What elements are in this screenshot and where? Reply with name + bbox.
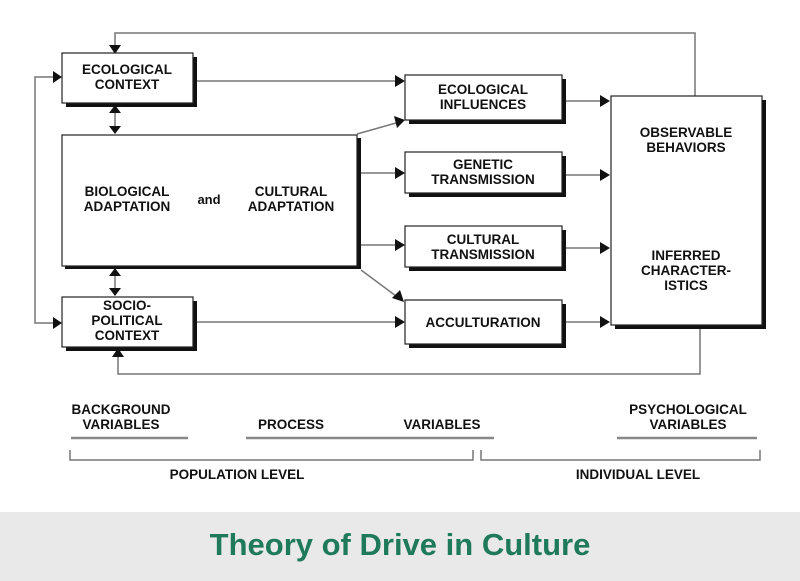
svg-text:ACCULTURATION: ACCULTURATION — [426, 315, 541, 330]
svg-text:VARIABLES: VARIABLES — [649, 417, 726, 432]
ecological-influences-box: ECOLOGICAL INFLUENCES — [404, 74, 566, 124]
footer-title: Theory of Drive in Culture — [209, 527, 591, 562]
variables-label: VARIABLES — [403, 417, 480, 432]
svg-text:OBSERVABLE: OBSERVABLE — [640, 125, 733, 140]
svg-text:INFERRED: INFERRED — [651, 248, 720, 263]
background-variables-label: BACKGROUND — [72, 402, 171, 417]
svg-text:TRANSMISSION: TRANSMISSION — [431, 172, 535, 187]
arrow-icon — [109, 105, 121, 113]
svg-text:ADAPTATION: ADAPTATION — [248, 199, 335, 214]
population-bracket — [69, 450, 474, 461]
svg-text:VARIABLES: VARIABLES — [82, 417, 159, 432]
arrow-icon — [109, 126, 121, 134]
process-label: PROCESS — [258, 417, 324, 432]
feedback-line-top — [114, 32, 696, 96]
flow-line — [360, 269, 397, 297]
left-loop-line — [34, 76, 55, 324]
acculturation-box: ACCULTURATION — [404, 299, 566, 348]
footer-band — [0, 512, 800, 581]
svg-text:INFLUENCES: INFLUENCES — [440, 97, 526, 112]
feedback-line-bottom — [117, 326, 701, 375]
svg-text:ISTICS: ISTICS — [664, 278, 708, 293]
svg-text:CONTEXT: CONTEXT — [95, 328, 160, 343]
arrow-icon — [112, 348, 124, 357]
svg-text:and: and — [197, 192, 220, 207]
svg-text:CHARACTER-: CHARACTER- — [641, 263, 731, 278]
arrow-icon — [109, 288, 121, 296]
arrow-icon — [109, 268, 121, 276]
svg-text:TRANSMISSION: TRANSMISSION — [431, 247, 535, 262]
svg-text:CULTURAL: CULTURAL — [255, 184, 327, 199]
svg-text:SOCIO-: SOCIO- — [103, 298, 151, 313]
psychological-outcomes-box: OBSERVABLE BEHAVIORS INFERRED CHARACTER-… — [610, 95, 766, 329]
cultural-transmission-box: CULTURAL TRANSMISSION — [404, 225, 566, 271]
svg-text:POLITICAL: POLITICAL — [91, 313, 162, 328]
svg-text:ECOLOGICAL: ECOLOGICAL — [82, 62, 172, 77]
svg-text:ECOLOGICAL: ECOLOGICAL — [438, 82, 528, 97]
genetic-transmission-box: GENETIC TRANSMISSION — [404, 151, 566, 197]
diagram: ECOLOGICAL CONTEXT BIOLOGICAL ADAPTATION… — [34, 32, 766, 482]
arrow-icon — [53, 317, 62, 329]
svg-text:CULTURAL: CULTURAL — [447, 232, 519, 247]
population-level-label: POPULATION LEVEL — [170, 467, 305, 482]
adaptation-box: BIOLOGICAL ADAPTATION and CULTURAL ADAPT… — [61, 134, 361, 269]
svg-text:ADAPTATION: ADAPTATION — [84, 199, 171, 214]
svg-text:GENETIC: GENETIC — [453, 157, 513, 172]
svg-text:BIOLOGICAL: BIOLOGICAL — [85, 184, 170, 199]
ecological-context-box: ECOLOGICAL CONTEXT — [61, 52, 197, 107]
individual-bracket — [480, 450, 761, 461]
arrow-icon — [53, 71, 62, 83]
sociopolitical-context-box: SOCIO- POLITICAL CONTEXT — [61, 296, 197, 351]
psychological-variables-label: PSYCHOLOGICAL — [629, 402, 747, 417]
arrow-icon — [109, 45, 121, 54]
svg-text:BEHAVIORS: BEHAVIORS — [646, 140, 725, 155]
svg-text:CONTEXT: CONTEXT — [95, 77, 160, 92]
individual-level-label: INDIVIDUAL LEVEL — [576, 467, 700, 482]
flow-line — [356, 122, 397, 135]
